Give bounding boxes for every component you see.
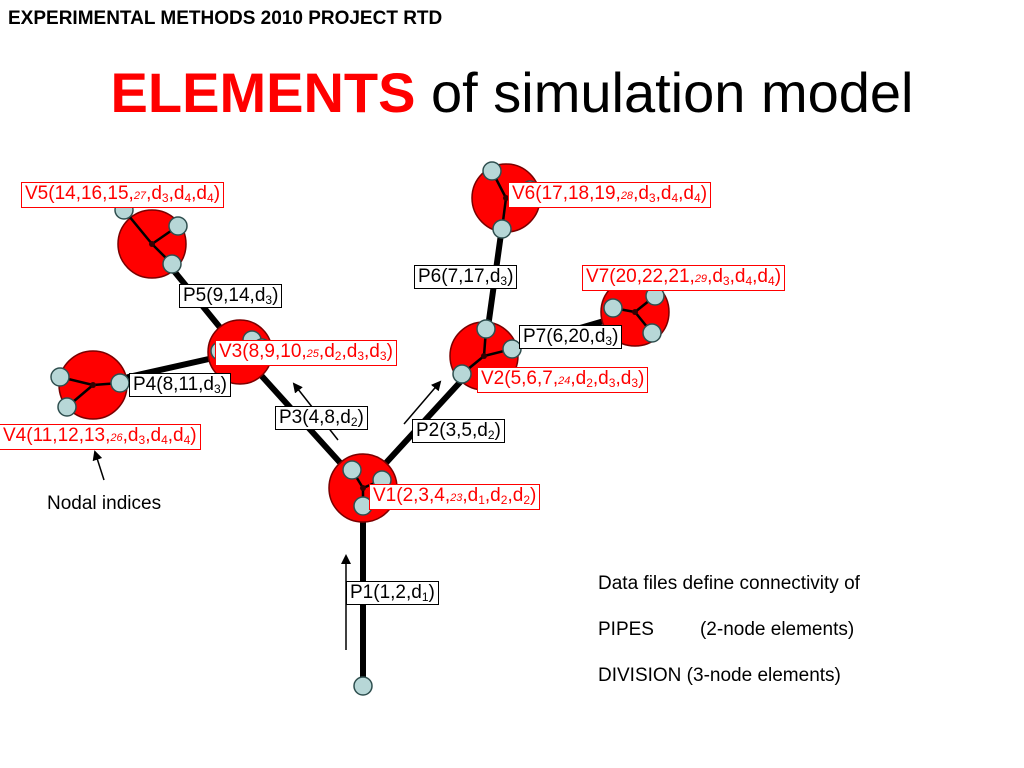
node-v4-c xyxy=(110,373,130,393)
node-1 xyxy=(353,676,373,696)
node-v7-c xyxy=(642,323,662,343)
node-v2-b xyxy=(502,339,522,359)
pipe-label-p1: P1(1,2,d1) xyxy=(346,581,439,605)
title-emphasis: ELEMENTS xyxy=(110,61,416,124)
arrow-p2 xyxy=(403,380,442,425)
node-v6-c xyxy=(492,219,512,239)
pipe-label-p2: P2(3,5,d2) xyxy=(412,419,505,443)
node-v2-a xyxy=(476,319,496,339)
note-line-3: DIVISION (3-node elements) xyxy=(598,665,841,686)
node-v4-a xyxy=(50,367,70,387)
pipe-label-p6: P6(7,17,d3) xyxy=(414,265,518,289)
arrow-nodal-indices xyxy=(92,450,105,481)
centre-dot-v4 xyxy=(90,382,96,388)
node-v6-a xyxy=(482,161,502,181)
note-pipes: PIPES xyxy=(598,619,654,640)
nodal-indices-annotation: Nodal indices xyxy=(47,493,162,514)
division-label-v5: V5(14,16,15,27,d3,d4,d4) xyxy=(21,182,225,208)
centre-dot-v2 xyxy=(481,353,487,359)
node-v5-c xyxy=(162,254,182,274)
header-text: EXPERIMENTAL METHODS 2010 PROJECT RTD xyxy=(8,8,443,29)
division-label-v4: V4(11,12,13,26,d3,d4,d4) xyxy=(0,424,201,450)
node-v4-b xyxy=(57,397,77,417)
node-v1-a xyxy=(342,460,362,480)
pipe-label-p4: P4(8,11,d3) xyxy=(129,373,231,397)
division-label-v1: V1(2,3,4,23,d1,d2,d2) xyxy=(369,484,541,510)
division-label-v3: V3(8,9,10,25,d2,d3,d3) xyxy=(215,340,397,366)
node-v7-a xyxy=(603,298,623,318)
note-line-1: Data files define connectivity of xyxy=(598,573,860,594)
note-line-2: PIPES (2-node elements) xyxy=(598,619,854,641)
pipe-label-p3: P3(4,8,d2) xyxy=(275,406,368,430)
centre-dot-v7 xyxy=(632,309,638,315)
pipe-label-p5: P5(9,14,d3) xyxy=(179,284,283,308)
node-v5-b xyxy=(168,216,188,236)
centre-dot-v5 xyxy=(149,241,155,247)
division-label-v6: V6(17,18,19,28,d3,d4,d4) xyxy=(508,182,712,208)
division-label-v7: V7(20,22,21,29,d3,d4,d4) xyxy=(582,265,786,291)
centre-dot-v6 xyxy=(503,195,509,201)
page-title: ELEMENTS of simulation model xyxy=(0,60,1024,125)
node-v2-c xyxy=(452,364,472,384)
division-label-v2: V2(5,6,7,24,d2,d3,d3) xyxy=(477,367,649,393)
title-rest: of simulation model xyxy=(415,61,914,124)
centre-dot-v1 xyxy=(360,485,366,491)
pipe-label-p7: P7(6,20,d3) xyxy=(519,325,623,349)
note-pipes-desc: (2-node elements) xyxy=(699,619,855,640)
flow-arrows xyxy=(92,380,442,650)
